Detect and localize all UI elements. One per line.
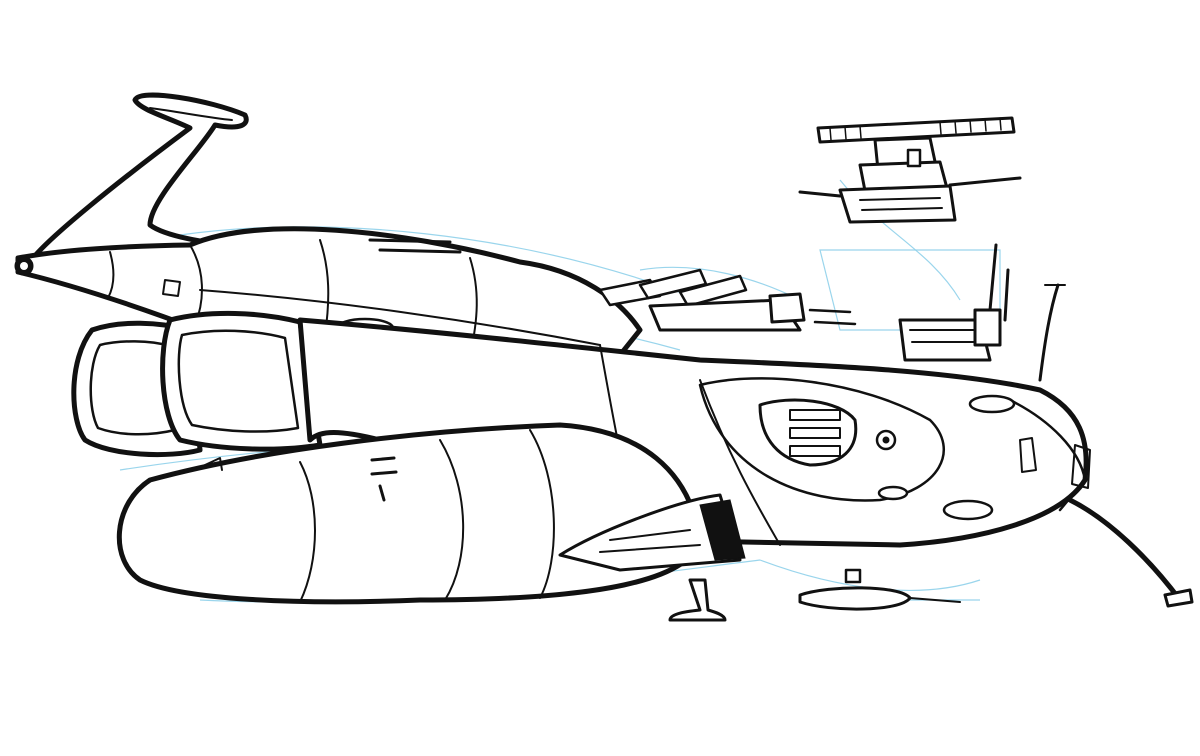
hangar-bay: [558, 493, 961, 622]
lower-strut: [1067, 497, 1194, 608]
side-turret-icon: [789, 409, 841, 457]
bridge-tower: [898, 243, 1066, 382]
lower-tank: [116, 422, 703, 605]
deck-turrets: [368, 238, 857, 332]
antenna-module: [798, 116, 1022, 224]
